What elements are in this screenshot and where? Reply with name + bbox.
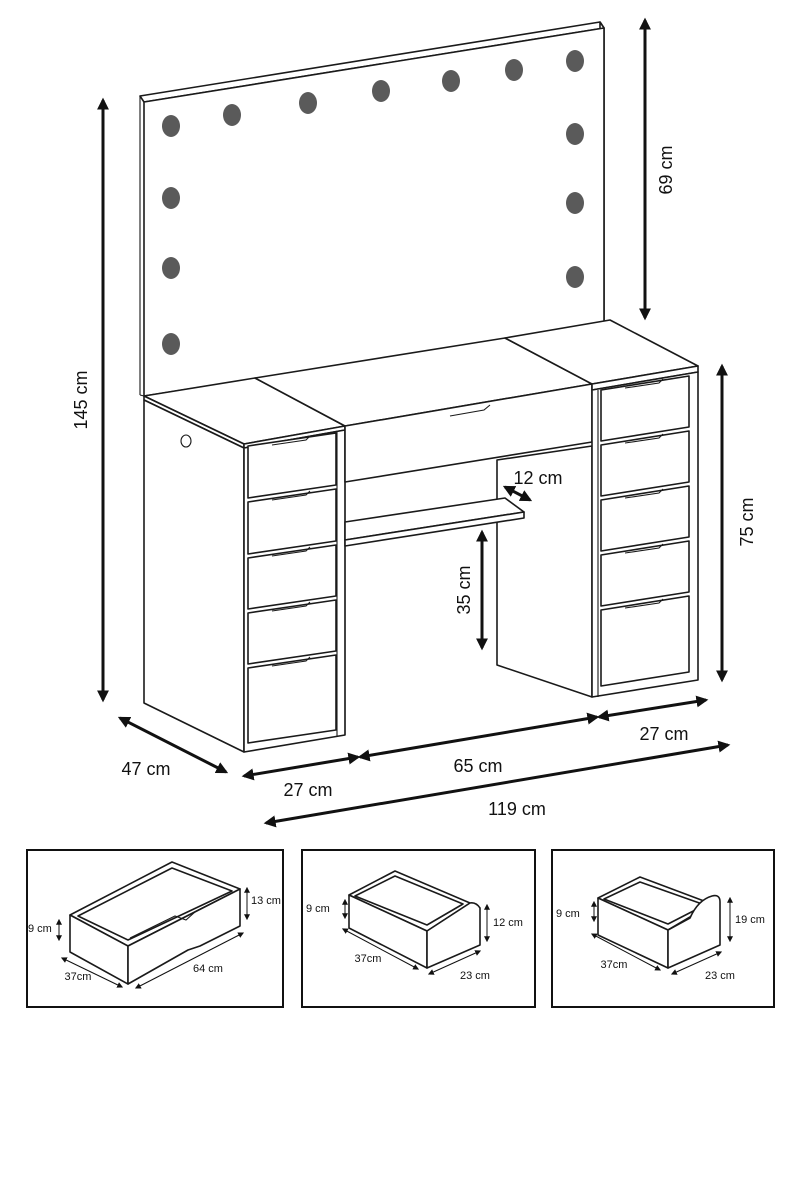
right-width-label: 27 cm bbox=[639, 724, 688, 744]
panel1-height-inner-label: 9 cm bbox=[28, 923, 52, 935]
bulb-icon bbox=[162, 115, 180, 137]
depth-arrow bbox=[117, 716, 229, 774]
middle-width-label: 65 cm bbox=[453, 756, 502, 776]
drawer-front bbox=[247, 599, 337, 665]
drawer-panel-2: 9 cm 12 cm 37cm 23 cm bbox=[301, 849, 536, 1008]
mirror-bulbs bbox=[162, 50, 584, 355]
bulb-icon bbox=[299, 92, 317, 114]
panel-frame bbox=[551, 849, 775, 1008]
panel-frame bbox=[26, 849, 284, 1008]
drawer-front bbox=[247, 488, 337, 555]
panel2-height-outer-label: 12 cm bbox=[493, 917, 523, 929]
depth-label: 47 cm bbox=[121, 759, 170, 779]
bulb-icon bbox=[566, 123, 584, 145]
dimension-arrows bbox=[97, 17, 731, 828]
drawer-front bbox=[600, 485, 690, 552]
drawer-front bbox=[247, 544, 337, 610]
total-width-label: 119 cm bbox=[488, 799, 546, 819]
left-width-arrow bbox=[241, 752, 361, 781]
bulb-icon bbox=[372, 80, 390, 102]
drawer-front bbox=[600, 375, 690, 442]
bulb-icon bbox=[566, 192, 584, 214]
drawer-front bbox=[600, 430, 690, 497]
panel1-depth-label: 37cm bbox=[65, 971, 92, 983]
drawer-illustration bbox=[597, 876, 721, 969]
shelf-depth-arrow bbox=[502, 485, 533, 502]
drawer-panel-3: 9 cm 19 cm 37cm 23 cm bbox=[551, 849, 775, 1008]
drawer-panel-1: 9 cm 13 cm 37cm 64 cm bbox=[26, 849, 284, 1008]
panel2-depth-label: 37cm bbox=[355, 953, 382, 965]
bulb-icon bbox=[442, 70, 460, 92]
drawer-illustration bbox=[348, 870, 481, 969]
mirror-panel bbox=[139, 21, 605, 397]
bulb-icon bbox=[566, 266, 584, 288]
dimension-labels: 69 cm 145 cm 75 cm 47 cm 27 cm 65 cm 27 … bbox=[71, 145, 757, 819]
middle-width-arrow bbox=[357, 712, 600, 762]
bulb-icon bbox=[162, 333, 180, 355]
desk-height-label: 75 cm bbox=[737, 497, 757, 546]
bulb-icon bbox=[223, 104, 241, 126]
left-drawers bbox=[247, 432, 337, 744]
right-drawers bbox=[600, 375, 690, 687]
total-width-arrow bbox=[263, 740, 731, 828]
panel3-depth-label: 37cm bbox=[601, 959, 628, 971]
panel3-width-label: 23 cm bbox=[705, 970, 735, 982]
knee-height-label: 35 cm bbox=[454, 565, 474, 614]
middle-section bbox=[254, 337, 593, 735]
panel1-width-label: 64 cm bbox=[193, 963, 223, 975]
left-width-label: 27 cm bbox=[283, 780, 332, 800]
vanity-illustration bbox=[139, 21, 699, 753]
mirror-height-label: 69 cm bbox=[656, 145, 676, 194]
panel1-height-outer-label: 13 cm bbox=[251, 895, 281, 907]
panel2-width-label: 23 cm bbox=[460, 970, 490, 982]
panel2-height-inner-label: 9 cm bbox=[306, 903, 330, 915]
panel-frame bbox=[301, 849, 536, 1008]
bulb-icon bbox=[566, 50, 584, 72]
panel3-height-inner-label: 9 cm bbox=[556, 908, 580, 920]
right-width-arrow bbox=[596, 695, 709, 722]
drawer-front bbox=[247, 432, 337, 499]
right-cabinet bbox=[504, 319, 699, 698]
bulb-icon bbox=[162, 187, 180, 209]
panel3-height-outer-label: 19 cm bbox=[735, 914, 765, 926]
drawer-front bbox=[600, 540, 690, 607]
total-height-label: 145 cm bbox=[71, 370, 91, 429]
drawer-front bbox=[247, 654, 337, 744]
shelf-depth-label: 12 cm bbox=[513, 468, 562, 488]
drawer-front bbox=[600, 595, 690, 687]
bulb-icon bbox=[505, 59, 523, 81]
bulb-icon bbox=[162, 257, 180, 279]
left-cabinet bbox=[143, 377, 346, 753]
